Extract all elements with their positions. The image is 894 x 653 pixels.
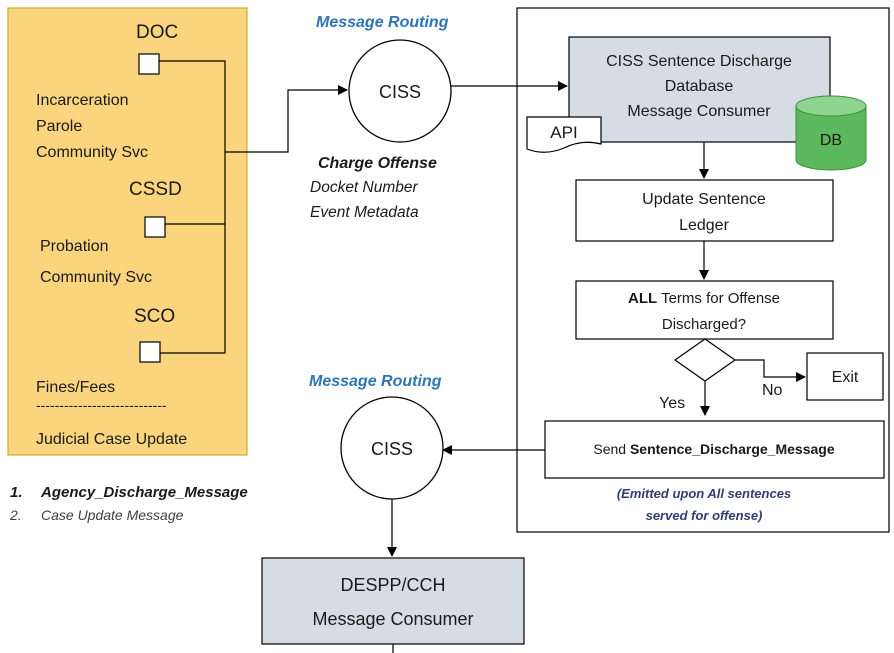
field-charge-offense: Charge Offense (318, 155, 437, 172)
message-list-item-1: 1. Agency_Discharge_Message (10, 484, 248, 501)
cssd-item-community-svc: Community Svc (40, 269, 152, 286)
decision-question-box (575, 280, 834, 340)
emitted-line-2: served for offense) (646, 508, 763, 523)
decision-line-2: Discharged? (662, 316, 746, 333)
consumer-line-1: CISS Sentence Discharge (606, 53, 792, 70)
bottom-ciss-label: CISS (371, 439, 413, 459)
message-list-text-1: Agency_Discharge_Message (40, 484, 248, 501)
decision-all-word: ALL (628, 290, 657, 307)
decision-line-1-rest: Terms for Offense (657, 290, 780, 307)
api-label: API (550, 123, 577, 142)
yes-label: Yes (659, 395, 685, 412)
update-line-2: Ledger (679, 217, 729, 234)
api-document-icon (526, 116, 602, 153)
judicial-case-update: Judicial Case Update (36, 431, 187, 448)
decision-line-1: ALL Terms for Offense (628, 290, 780, 307)
doc-item-incarceration: Incarceration (36, 92, 129, 109)
consumer-line-3: Message Consumer (627, 103, 771, 120)
database-icon (795, 95, 867, 171)
doc-label: DOC (136, 22, 178, 43)
decision-diamond (673, 338, 737, 382)
doc-item-parole: Parole (36, 118, 82, 135)
top-routing-title: Message Routing (316, 14, 449, 31)
sco-port (139, 341, 161, 363)
db-label: DB (820, 132, 842, 149)
field-docket-number: Docket Number (310, 179, 419, 196)
send-message-text: Send Sentence_Discharge_Message (593, 441, 834, 457)
doc-connector (159, 60, 226, 354)
top-ciss-label: CISS (379, 82, 421, 102)
exit-label: Exit (832, 369, 859, 386)
consumer-box (568, 36, 831, 143)
top-ciss-node (348, 39, 452, 143)
update-line-1: Update Sentence (642, 191, 766, 208)
message-list-num-1: 1. (10, 484, 23, 501)
send-message-box (544, 420, 885, 479)
emitted-line-1: (Emitted upon All sentences (617, 486, 791, 501)
cssd-item-probation: Probation (40, 238, 109, 255)
doc-port (138, 53, 160, 75)
message-list-item-2: 2. Case Update Message (9, 507, 184, 523)
agency-panel (7, 7, 248, 456)
no-label: No (762, 382, 783, 399)
sco-label: SCO (134, 306, 175, 327)
exit-box (806, 352, 884, 401)
panel-divider: ---------------------------- (36, 397, 167, 413)
cssd-label: CSSD (129, 179, 182, 200)
sco-item-fines-fees: Fines/Fees (36, 379, 115, 396)
cssd-port (144, 216, 166, 238)
field-event-metadata: Event Metadata (310, 204, 419, 221)
send-message-name: Sentence_Discharge_Message (630, 441, 835, 457)
despp-line-2: Message Consumer (312, 609, 473, 629)
doc-item-community-svc: Community Svc (36, 144, 148, 161)
despp-line-1: DESPP/CCH (340, 575, 445, 595)
processing-panel (516, 7, 890, 533)
message-list-num-2: 2. (9, 507, 22, 523)
despp-consumer-box (261, 557, 525, 645)
bottom-routing-title: Message Routing (309, 373, 442, 390)
no-branch-arrow (735, 359, 806, 382)
agency-to-ciss-arrow (225, 85, 348, 153)
consumer-line-2: Database (665, 78, 734, 95)
message-list-text-2: Case Update Message (41, 507, 184, 523)
send-prefix: Send (593, 441, 630, 457)
